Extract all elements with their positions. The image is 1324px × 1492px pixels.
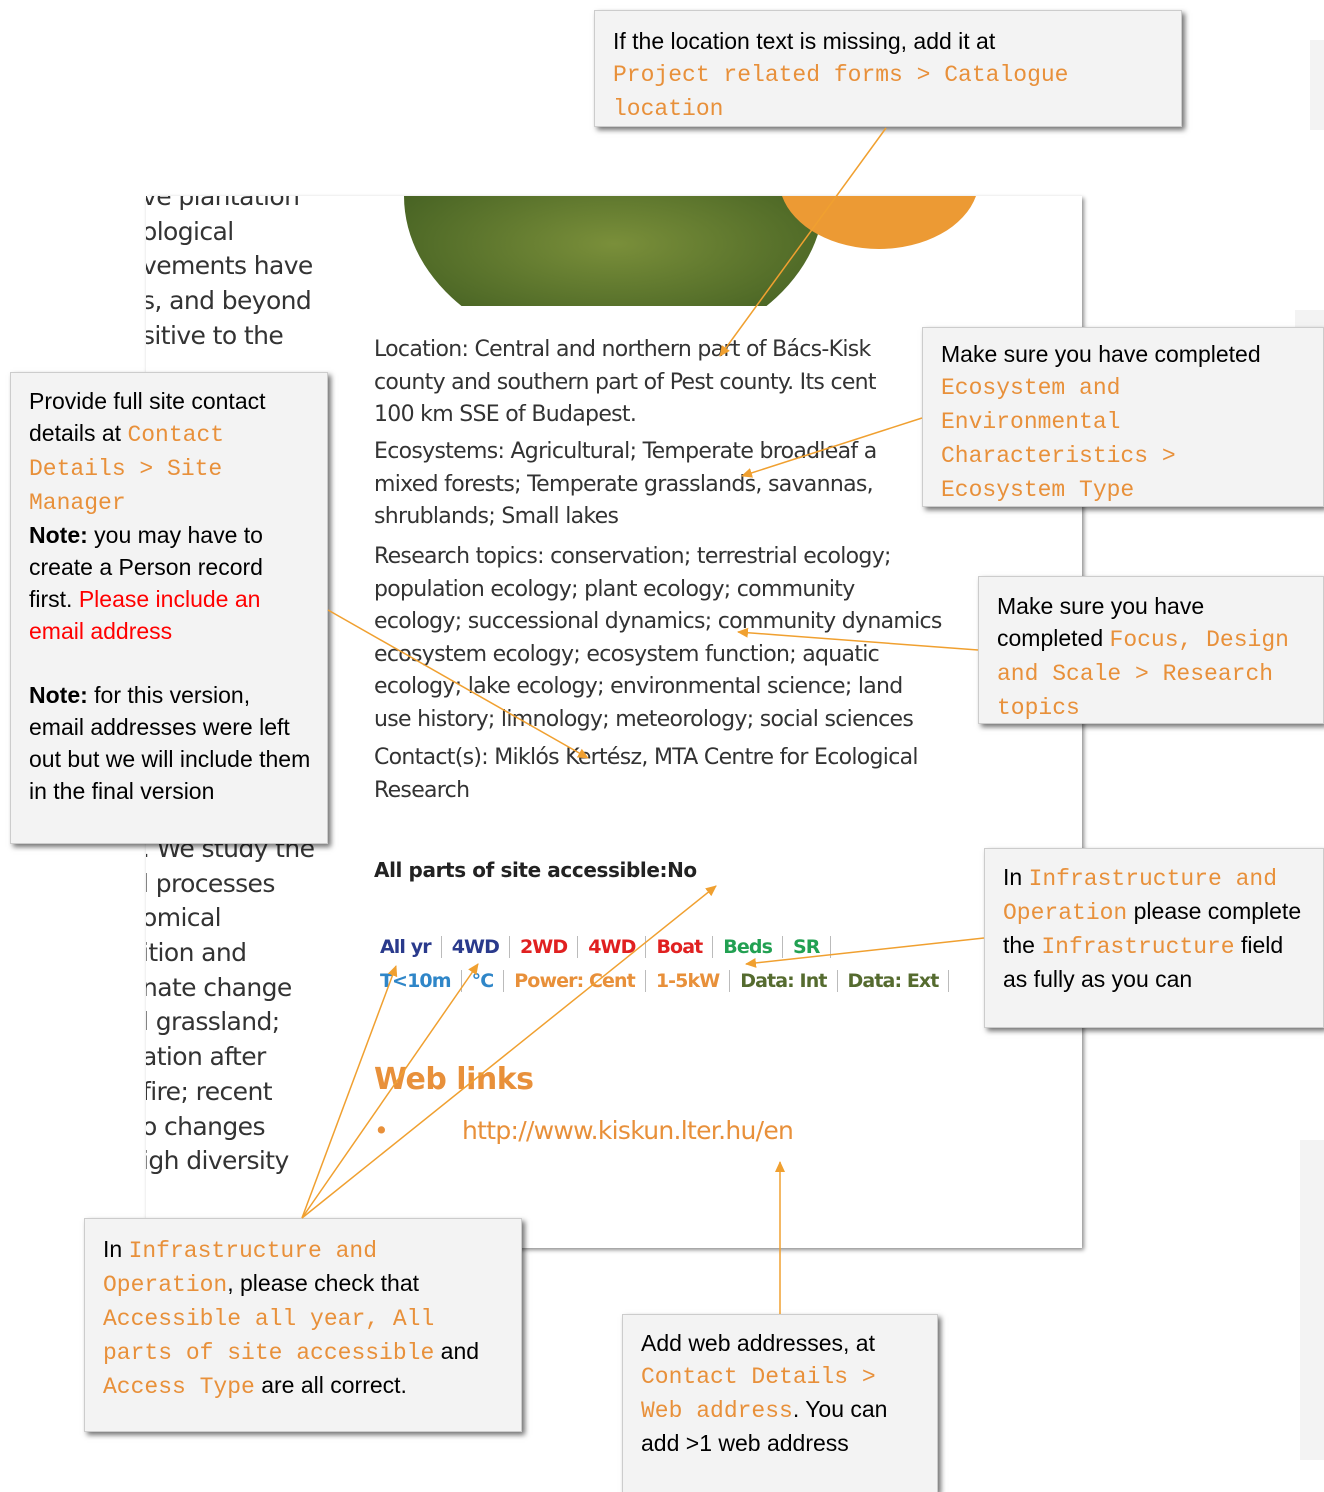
location-callout: If the location text is missing, add it … xyxy=(594,10,1182,127)
infrastructure-badge: All yr xyxy=(378,936,442,958)
infrastructure-badge: 1-5kW xyxy=(646,970,731,992)
location-text: Location: Central and northern part of B… xyxy=(374,337,877,427)
contact-text: Contact(s): Miklós Kertész, MTA Centre f… xyxy=(374,745,919,803)
access-label: All parts of site accessible:No xyxy=(374,858,697,882)
ecosystem-path: Ecosystem and Environmental Characterist… xyxy=(941,375,1176,503)
location-path: Project related forms > Catalogue locati… xyxy=(613,62,1069,122)
background-shape xyxy=(1310,40,1324,130)
infrastructure-badge: °C xyxy=(462,970,505,992)
infrastructure-badge: T<10m xyxy=(378,970,462,992)
research-path: Focus, Design and Scale > Research topic… xyxy=(997,627,1289,721)
contact-callout: Provide full site contact details at Con… xyxy=(10,372,328,844)
bullet-icon: • xyxy=(374,1116,389,1145)
background-shape xyxy=(1300,1140,1324,1460)
infrastructure-badge: Boat xyxy=(646,936,714,958)
ecosystem-callout: Make sure you have completed Ecosystem a… xyxy=(922,327,1324,507)
infrastructure-badge: Power: Cent xyxy=(504,970,646,992)
contact-path: Contact Details > Site Manager xyxy=(29,422,225,516)
infrastructure-badge: Beds xyxy=(713,936,783,958)
infrastructure-callout: In Infrastructure and Operation please c… xyxy=(984,848,1324,1028)
access-callout: In Infrastructure and Operation, please … xyxy=(84,1218,522,1432)
ecosystems-text: Ecosystems: Agricultural; Temperate broa… xyxy=(374,439,877,529)
web-link-url[interactable]: http://www.kiskun.lter.hu/en xyxy=(462,1116,794,1145)
web-link-item[interactable]: • http://www.kiskun.lter.hu/en xyxy=(374,1116,794,1145)
research-callout: Make sure you have completed Focus, Desi… xyxy=(978,576,1324,724)
research-topics-text: Research topics: conservation; terrestri… xyxy=(374,544,942,732)
infrastructure-badge: 2WD xyxy=(510,936,579,958)
web-callout: Add web addresses, at Contact Details > … xyxy=(622,1314,938,1492)
web-links-heading: Web links xyxy=(374,1062,534,1097)
infrastructure-badge: Data: Int xyxy=(730,970,838,992)
left-column-top: ve plantation ological vements have s, a… xyxy=(146,196,313,350)
infrastructure-badge: Data: Ext xyxy=(838,970,950,992)
infrastructure-badge: 4WD xyxy=(442,936,510,958)
left-column-bottom: . We study the l processes omical ition … xyxy=(146,834,315,1176)
infrastructure-badge: SR xyxy=(783,936,831,958)
infrastructure-badge: 4WD xyxy=(578,936,647,958)
